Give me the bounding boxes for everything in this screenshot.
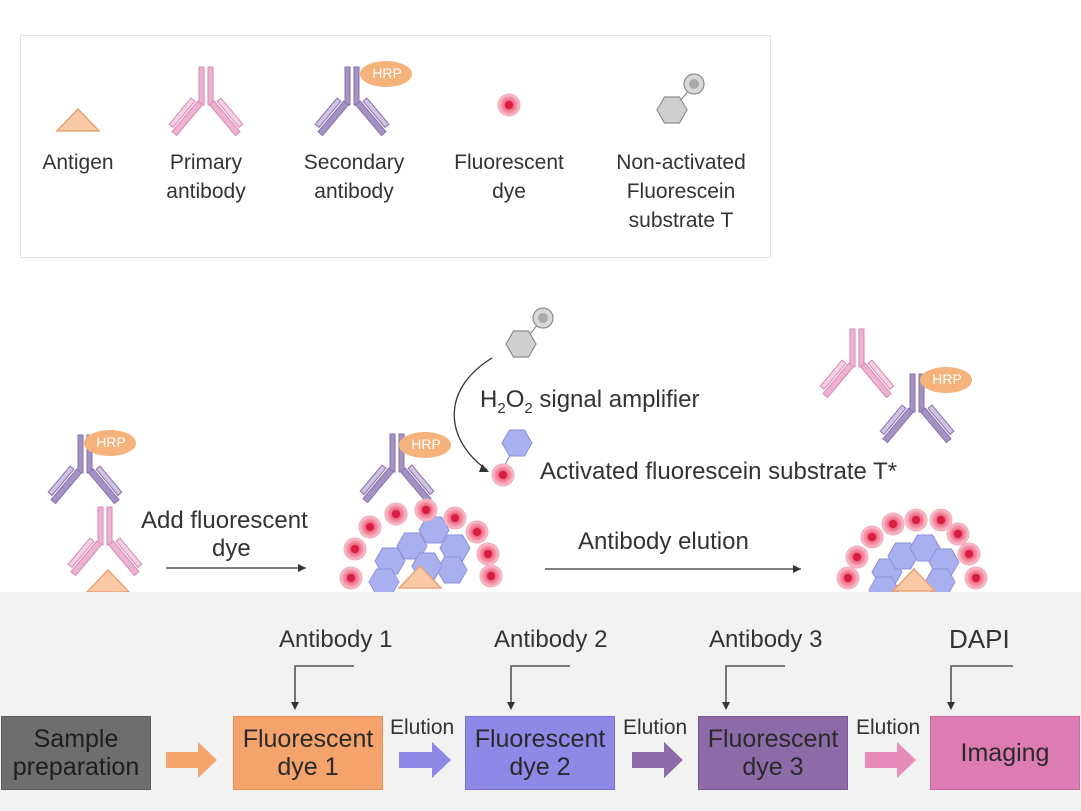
signal-amplifier-label: H2O2 signal amplifier [480, 386, 700, 417]
add-dye-label-line2: dye [212, 535, 251, 562]
add-dye-label-line1: Add fluorescent [141, 507, 308, 534]
activated-substrate-label: Activated fluorescein substrate T* [540, 458, 898, 485]
elution-label-2: Elution [623, 716, 688, 739]
input-antibody-1: Antibody 1 [279, 626, 393, 653]
legend-hrp-tag: HRP [372, 65, 402, 81]
input-antibody-3: Antibody 3 [709, 626, 823, 653]
antibody-elution-label: Antibody elution [578, 528, 749, 555]
step-sample-preparation: Sample preparation [1, 716, 151, 790]
hrp-tag-middle: HRP [411, 436, 441, 452]
step-fluorescent-dye-2: Fluorescent dye 2 [465, 716, 615, 790]
step-fluorescent-dye-1: Fluorescent dye 1 [233, 716, 383, 790]
step-fluorescent-dye-3: Fluorescent dye 3 [698, 716, 848, 790]
legend-antigen-label: Antigen [42, 151, 114, 174]
elution-label-3: Elution [856, 716, 921, 739]
arrow-to-imaging [865, 742, 916, 778]
step-imaging: Imaging [930, 716, 1080, 790]
legend-fluorescent-dye-label: Fluorescent dye [454, 151, 564, 203]
legend-panel [20, 35, 771, 258]
legend-secondary-antibody-label: Secondary antibody [303, 151, 405, 203]
arrow-to-dye3 [632, 742, 683, 778]
input-dapi: DAPI [949, 624, 1010, 654]
legend-primary-antibody-label: Primary antibody [166, 151, 246, 203]
hrp-tag-left: HRP [96, 434, 126, 450]
elution-label-1: Elution [390, 716, 455, 739]
arrow-to-dye2 [399, 742, 451, 778]
legend-substrate-label: Non-activated Fluorescein substrate T [616, 151, 746, 232]
input-antibody-2: Antibody 2 [494, 626, 608, 653]
arrow-to-dye1 [166, 742, 217, 778]
hrp-tag-eluted: HRP [932, 371, 962, 387]
